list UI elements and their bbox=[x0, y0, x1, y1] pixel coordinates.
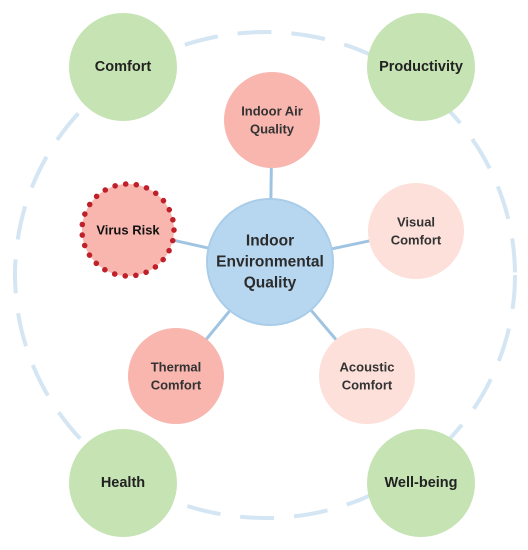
health-circle bbox=[69, 429, 177, 537]
factor-virus-risk: Virus Risk bbox=[79, 181, 177, 279]
visual-comfort-label-line-1: Visual bbox=[397, 215, 435, 230]
virus-risk-circle bbox=[82, 184, 174, 276]
visual-comfort-circle bbox=[368, 183, 464, 279]
thermal-comfort-label-line-2: Comfort bbox=[151, 378, 202, 393]
connector-acoustic-comfort bbox=[308, 307, 339, 342]
center-label-line-2: Environmental bbox=[216, 254, 324, 271]
thermal-comfort-circle bbox=[128, 328, 224, 424]
visual-comfort-label-line-2: Comfort bbox=[391, 233, 442, 248]
acoustic-comfort-label-line-1: Acoustic bbox=[340, 360, 395, 375]
indoor-air-quality-label-line-1: Indoor Air bbox=[241, 104, 303, 119]
indoor-air-quality-circle bbox=[224, 72, 320, 168]
outcome-comfort: Comfort bbox=[69, 13, 177, 121]
connector-thermal-comfort bbox=[204, 308, 233, 342]
center-label-line-1: Indoor bbox=[246, 233, 294, 250]
acoustic-comfort-label-line-2: Comfort bbox=[342, 378, 393, 393]
indoor-air-quality-label-line-2: Quality bbox=[250, 122, 295, 137]
comfort-label: Comfort bbox=[95, 59, 152, 75]
health-label: Health bbox=[101, 475, 145, 491]
outcome-productivity: Productivity bbox=[367, 13, 475, 121]
outcome-health: Health bbox=[69, 429, 177, 537]
connector-lines bbox=[170, 165, 372, 342]
connector-virus-risk bbox=[170, 238, 211, 251]
well-being-label: Well-being bbox=[384, 475, 457, 491]
outcome-well-being: Well-being bbox=[367, 429, 475, 537]
productivity-circle bbox=[367, 13, 475, 121]
thermal-comfort-label-line-1: Thermal bbox=[151, 360, 202, 375]
connector-visual-comfort bbox=[329, 239, 372, 251]
virus-risk-dotted-border bbox=[79, 181, 177, 279]
center-circle bbox=[206, 198, 334, 326]
outer-dashed-ring bbox=[13, 30, 517, 520]
virus-risk-label-line-1: Virus Risk bbox=[96, 223, 160, 238]
well-being-circle bbox=[367, 429, 475, 537]
productivity-label: Productivity bbox=[379, 59, 463, 75]
comfort-circle bbox=[69, 13, 177, 121]
center-label-line-3: Quality bbox=[244, 275, 297, 292]
acoustic-comfort-circle bbox=[319, 328, 415, 424]
